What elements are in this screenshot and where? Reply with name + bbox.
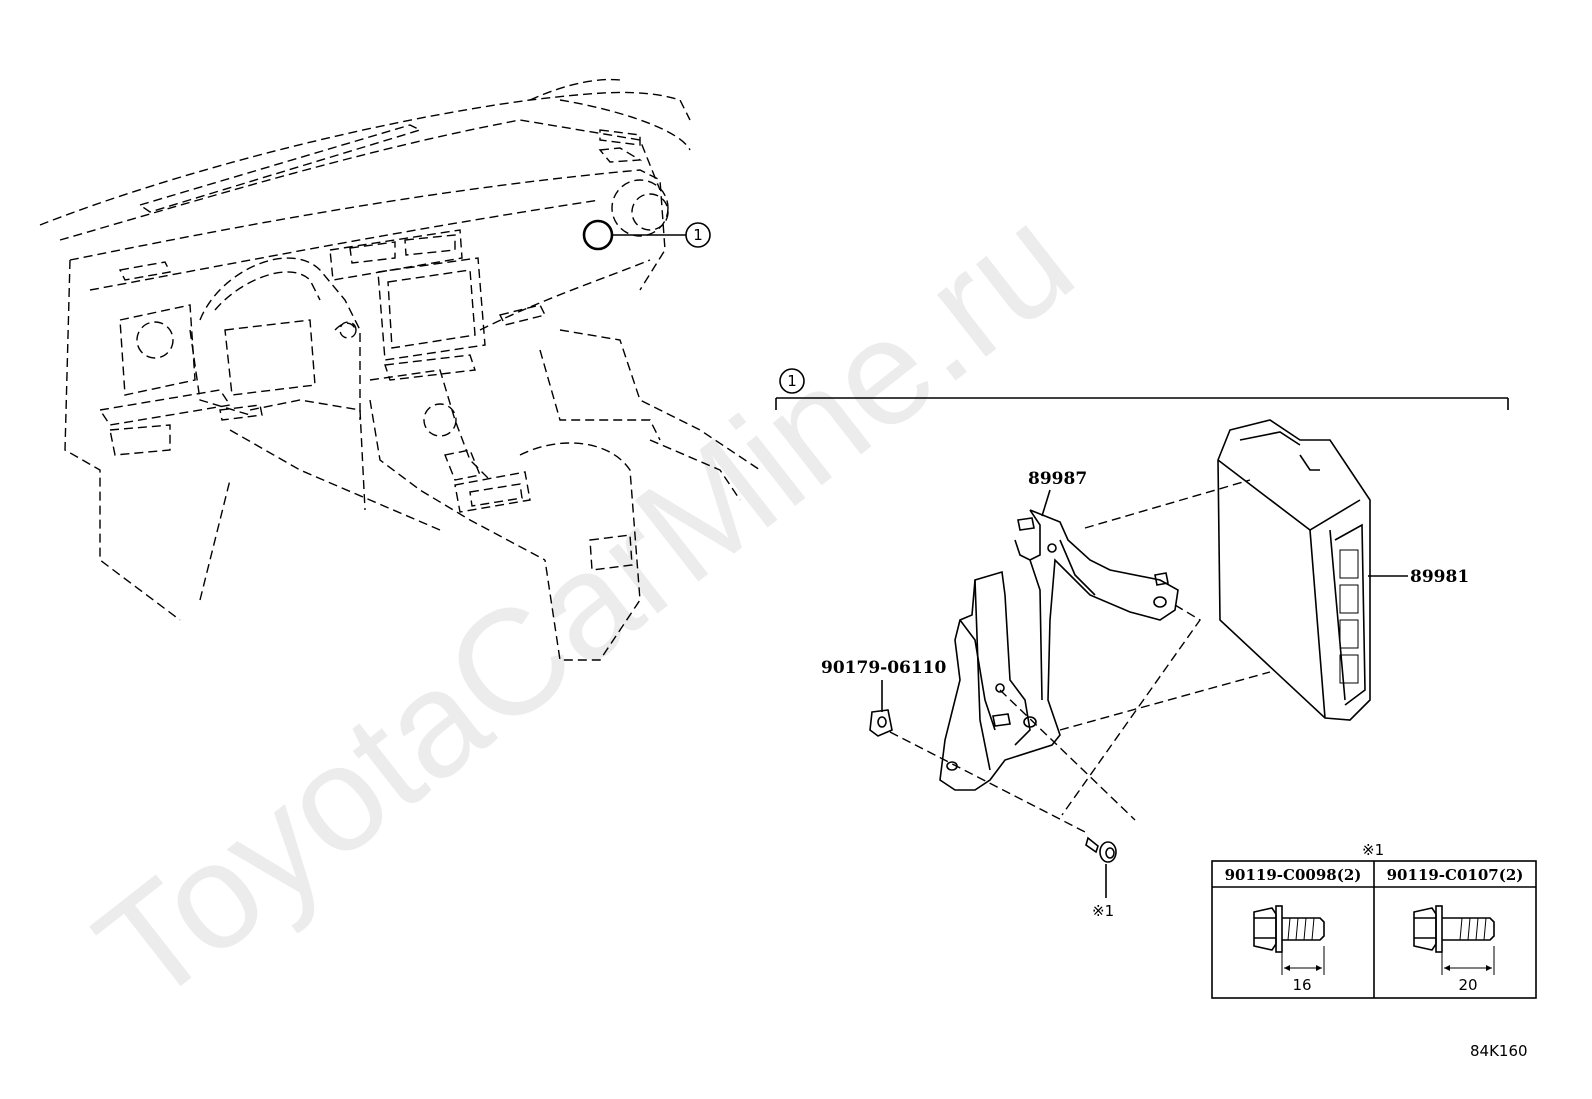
table-col2-title: 90119-C0107(2) <box>1387 866 1524 884</box>
bolt-illustration: ※1 <box>1085 836 1117 920</box>
part-label-89981: 89981 <box>1410 567 1469 587</box>
part-label-90179-06110: 90179-06110 <box>821 658 947 678</box>
nut-illustration: 90179-06110 <box>821 658 947 737</box>
ecu-bracket-illustration: 89987 <box>939 469 1179 791</box>
group-circle-1 <box>779 368 805 394</box>
callout-ref-1: 1 <box>693 226 703 244</box>
group-ref-1: 1 <box>787 372 797 390</box>
table-header-note: ※1 <box>1362 841 1384 859</box>
bolt-ref-label: ※1 <box>1092 902 1114 920</box>
bolt-20-length: 20 <box>1458 976 1477 994</box>
table-col1-title: 90119-C0098(2) <box>1225 866 1362 884</box>
diagram-code: 84K160 <box>1470 1042 1528 1060</box>
bolt-20-icon <box>1413 905 1495 975</box>
ecu-module-illustration: 89981 <box>1217 419 1469 721</box>
bolt-16-icon <box>1253 905 1325 975</box>
callout-circle-1 <box>685 222 711 248</box>
assembly-group-bracket: 1 <box>775 368 1509 410</box>
part-label-89987: 89987 <box>1028 469 1087 489</box>
assembly-guide-lines <box>889 479 1271 833</box>
dashboard-illustration: 1 <box>39 78 761 661</box>
bolt-spec-table: ※1 90119-C0098(2) 90119-C0107(2) 16 <box>1211 841 1537 999</box>
ecu-location-marker <box>582 219 614 251</box>
bolt-16-length: 16 <box>1292 976 1311 994</box>
watermark: ToyotaCarMine.ru <box>66 174 1102 1035</box>
